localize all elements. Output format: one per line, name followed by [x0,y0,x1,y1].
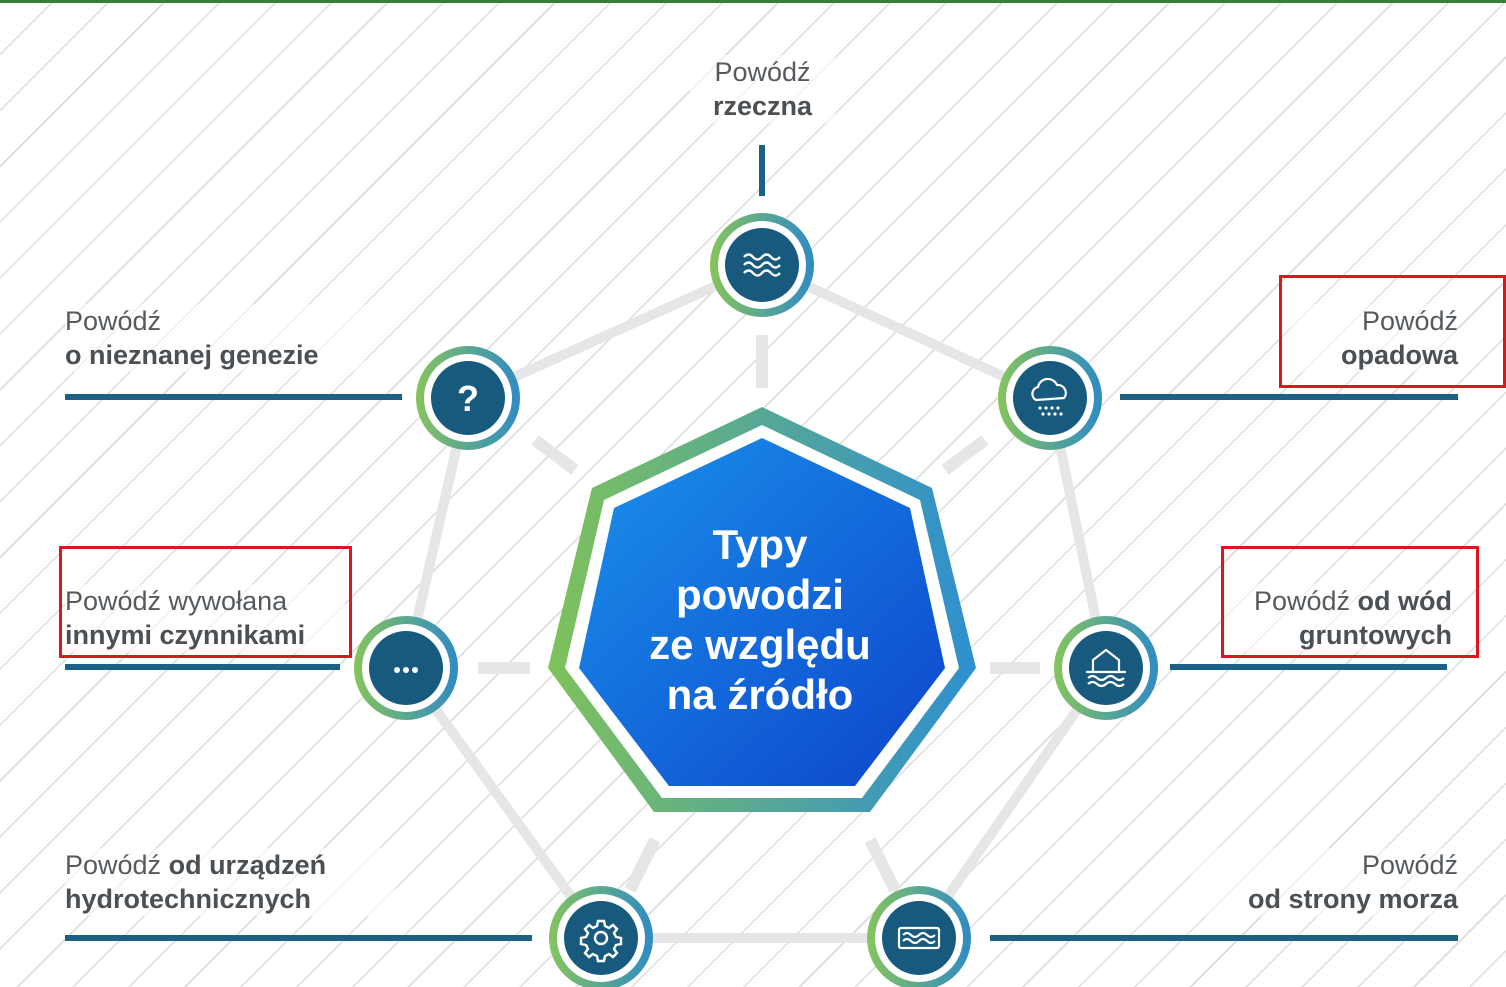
label-morska-prefix: Powódź [1361,850,1458,880]
highlight-box-inne [59,546,352,658]
top-border [0,0,1506,3]
label-opadowa-type: opadowa [1340,340,1458,370]
flooded-house-icon [1086,648,1126,688]
node-opadowa [998,346,1102,450]
label-rzeczna-prefix: Powódź [714,57,811,87]
label-rzeczna: Powódź rzeczna [690,55,835,123]
label-gruntowe-prefix: Powódź [1253,586,1350,616]
center-title-line-2: powodzi [676,571,844,618]
label-opadowa: Powódź opadowa [1290,304,1458,372]
label-hydrotechniczna-prefix: Powódź [65,850,162,880]
ellipsis-icon [394,667,418,673]
question-mark-icon: ? [457,378,479,419]
highlight-box-gruntowe [1221,546,1479,658]
spokes [478,335,1040,893]
label-inne-type: innymi czynnikami [65,620,306,650]
label-hydrotechniczna: Powódź od urządzeń hydrotechnicznych [65,848,395,916]
label-inne-prefix: Powódź wywołana [65,586,288,616]
label-hydrotechniczna-inline: od urządzeń [168,850,327,880]
center-title-line-4: na źródło [666,671,854,718]
label-gruntowe-type: gruntowych [1299,620,1452,650]
highlight-box-opadowa [1279,275,1506,388]
label-rzeczna-type: rzeczna [712,91,813,121]
label-gruntowe: Powódź od wód gruntowych [1224,584,1452,652]
label-nieznana: Powódź o nieznanej genezie [65,304,365,372]
label-nieznana-prefix: Powódź [65,306,162,336]
node-hydrotechniczna [549,886,653,987]
label-morska-type: od strony morza [1247,884,1458,914]
river-waves-icon [743,253,781,277]
center-title-line-3: ze względu [649,621,871,668]
node-morska [867,886,971,987]
label-gruntowe-inline: od wód [1357,586,1452,616]
label-opadowa-prefix: Powódź [1361,306,1458,336]
node-rzeczna [710,213,814,317]
rain-cloud-icon [1031,377,1067,416]
label-morska: Powódź od strony morza [1190,848,1458,916]
center-title: Typy powodzi ze względu na źródło [600,520,920,720]
label-inne: Powódź wywołana innymi czynnikami [65,584,345,652]
label-lines [65,145,1458,941]
label-hydrotechniczna-type: hydrotechnicznych [65,884,312,914]
sea-waves-icon [897,926,941,950]
node-gruntowe [1054,616,1158,720]
center-heptagon [548,407,976,812]
node-nieznana: ? [416,346,520,450]
node-inne [354,616,458,720]
label-nieznana-type: o nieznanej genezie [65,340,319,370]
gear-icon [579,919,623,963]
center-title-line-1: Typy [712,521,808,568]
